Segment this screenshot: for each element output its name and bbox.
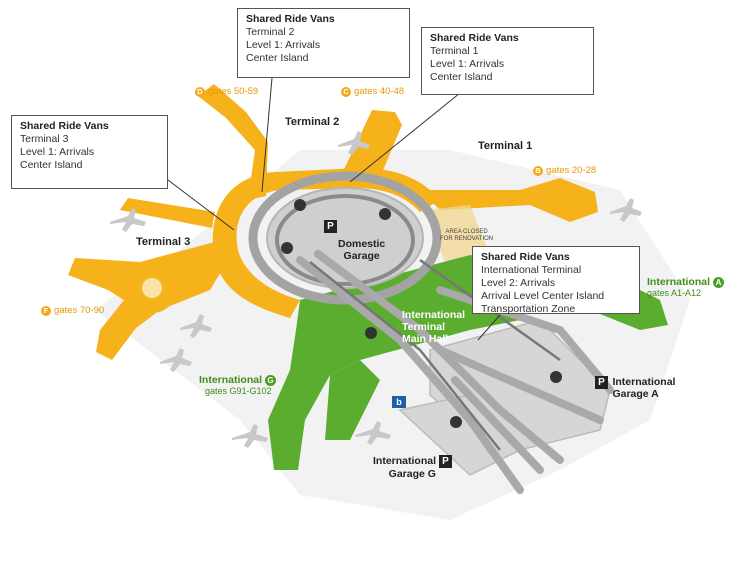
callout-terminal-1: Shared Ride Vans Terminal 1 Level 1: Arr… <box>421 27 594 95</box>
international-a-gates: gates A1-A12 <box>647 288 702 298</box>
callout-line: Center Island <box>246 52 309 64</box>
terminal-1-label: Terminal 1 <box>478 140 533 152</box>
callout-line: Level 1: Arrivals <box>430 58 505 70</box>
callout-line: Level 2: Arrivals <box>481 277 556 289</box>
callout-pointers <box>167 77 501 341</box>
domestic-terminals <box>68 84 598 360</box>
gates-f-label: F gates 70-90 <box>41 305 104 316</box>
callout-line: Terminal 1 <box>430 45 479 57</box>
renovation-label: AREA CLOSED FOR RENOVATION <box>440 229 494 242</box>
terminal-3-label: Terminal 3 <box>136 236 191 248</box>
parking-icon: P <box>324 220 337 233</box>
airtrain-station-icon <box>550 371 562 383</box>
airplane-icon <box>110 208 146 232</box>
callout-title: Shared Ride Vans <box>20 120 109 132</box>
airtrain-ring <box>275 194 415 286</box>
badge-g-icon: G <box>265 375 277 386</box>
gates-b-text: gates 20-28 <box>546 165 597 176</box>
roadways <box>296 250 614 494</box>
callout-terminal-3: Shared Ride Vans Terminal 3 Level 1: Arr… <box>11 115 168 189</box>
airplane-icon <box>160 348 192 372</box>
airplane-icon <box>355 421 391 445</box>
terminal-1-arm <box>420 178 598 222</box>
domestic-garage-text: Domestic Garage <box>338 238 386 262</box>
international-garage-g-label: International P Garage G <box>373 455 452 480</box>
gates-c-text: gates 40-48 <box>354 86 405 97</box>
callout-line: Level 1: Arrivals <box>246 39 321 51</box>
airplane-icon <box>610 198 642 222</box>
callout-line: Center Island <box>20 159 83 171</box>
airtrain-station-icon <box>281 242 293 254</box>
badge-d-icon: D <box>195 86 205 97</box>
callout-line: Terminal 3 <box>20 133 69 145</box>
callout-title: Shared Ride Vans <box>481 251 570 263</box>
airplane-icon <box>180 314 212 338</box>
gates-b-label: B gates 20-28 <box>533 165 596 176</box>
gates-f-text: gates 70-90 <box>54 305 105 316</box>
badge-a-icon: A <box>713 277 725 288</box>
international-g-gates: gates G91-G102 <box>205 386 272 396</box>
airplane-icon <box>232 424 268 448</box>
parking-icon: P <box>438 455 452 468</box>
boarding-area-g <box>268 300 360 470</box>
international-g-text: International <box>199 374 263 386</box>
terminal-ring <box>212 168 440 318</box>
airtrain-station-icon <box>379 208 391 220</box>
boarding-area-c <box>340 110 402 182</box>
gates-d-label: D gates 50-59 <box>195 86 258 97</box>
badge-f-icon: F <box>41 305 51 316</box>
airtrain-station-icon <box>450 416 462 428</box>
callout-line: Level 1: Arrivals <box>20 146 95 158</box>
callout-line: Transportation Zone <box>481 303 576 315</box>
airplane-icons <box>110 131 642 448</box>
airplane-icon <box>338 131 370 155</box>
terminal-3-upper-arm <box>120 198 215 228</box>
boarding-area-g-spur <box>325 360 380 440</box>
airtrain-station-icon <box>294 199 306 211</box>
international-a-text: International <box>647 276 711 288</box>
international-main-hall <box>300 255 520 360</box>
bart-station-icon: b <box>392 396 406 408</box>
boarding-area-d <box>198 84 268 200</box>
callout-terminal-2: Shared Ride Vans Terminal 2 Level 1: Arr… <box>237 8 410 78</box>
callout-line: Arrival Level Center Island <box>481 290 605 302</box>
callout-line: Center Island <box>430 71 493 83</box>
terminal-2-label: Terminal 2 <box>285 116 340 128</box>
international-main-hall-label: International Terminal Main Hall <box>402 309 466 345</box>
rotunda-center <box>142 278 162 298</box>
gates-d-text: gates 50-59 <box>208 86 259 97</box>
callout-title: Shared Ride Vans <box>246 13 335 25</box>
international-garage-a-label: P International Garage A <box>595 376 675 400</box>
gates-c-label: C gates 40-48 <box>341 86 404 97</box>
parking-icon: P <box>595 376 608 389</box>
callout-line: Terminal 2 <box>246 26 295 38</box>
callout-title: Shared Ride Vans <box>430 32 519 44</box>
airtrain-station-icon <box>365 327 377 339</box>
badge-b-icon: B <box>533 165 543 176</box>
callout-international: Shared Ride Vans International Terminal … <box>472 246 640 315</box>
badge-c-icon: C <box>341 86 351 97</box>
callout-line: International Terminal <box>481 264 582 276</box>
airtrain-station-icons <box>281 199 562 428</box>
